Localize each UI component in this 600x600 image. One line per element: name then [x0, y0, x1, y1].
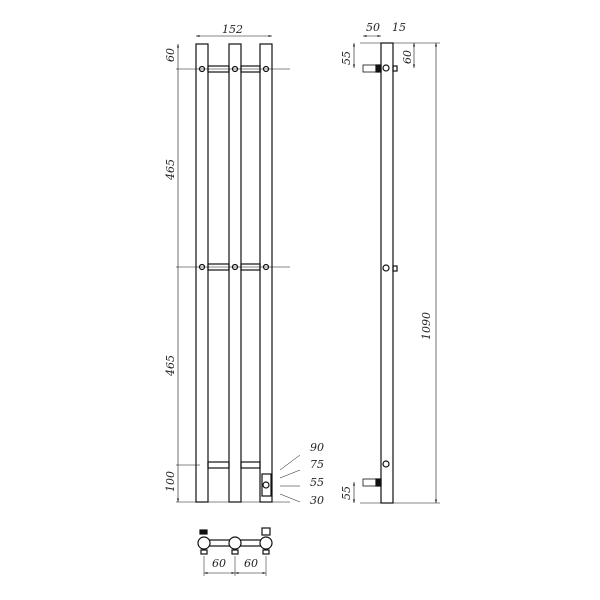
- connector-label-90: 90: [310, 441, 324, 454]
- side-bottom-label: 55: [340, 486, 353, 500]
- spacing-label-left: 60: [212, 557, 226, 570]
- connector-label-30: 30: [310, 494, 324, 507]
- width-label: 152: [222, 23, 243, 36]
- connector-label-55: 55: [310, 476, 324, 489]
- spacing-label-right: 60: [244, 557, 258, 570]
- connector-label-75: 75: [310, 458, 324, 471]
- bottom-label: 100: [164, 471, 177, 492]
- top-offset-label: 60: [164, 48, 177, 62]
- side-top-left-label: 55: [340, 51, 353, 65]
- top-view: [197, 527, 273, 576]
- thickness-label: 15: [392, 21, 406, 34]
- lower-span-label: 465: [164, 355, 177, 377]
- height-label: 1090: [420, 312, 433, 340]
- upper-span-label: 465: [164, 159, 177, 181]
- depth-label: 50: [366, 21, 380, 34]
- front-view: [176, 34, 301, 503]
- side-top-right-label: 60: [401, 50, 414, 64]
- side-view: [352, 34, 440, 504]
